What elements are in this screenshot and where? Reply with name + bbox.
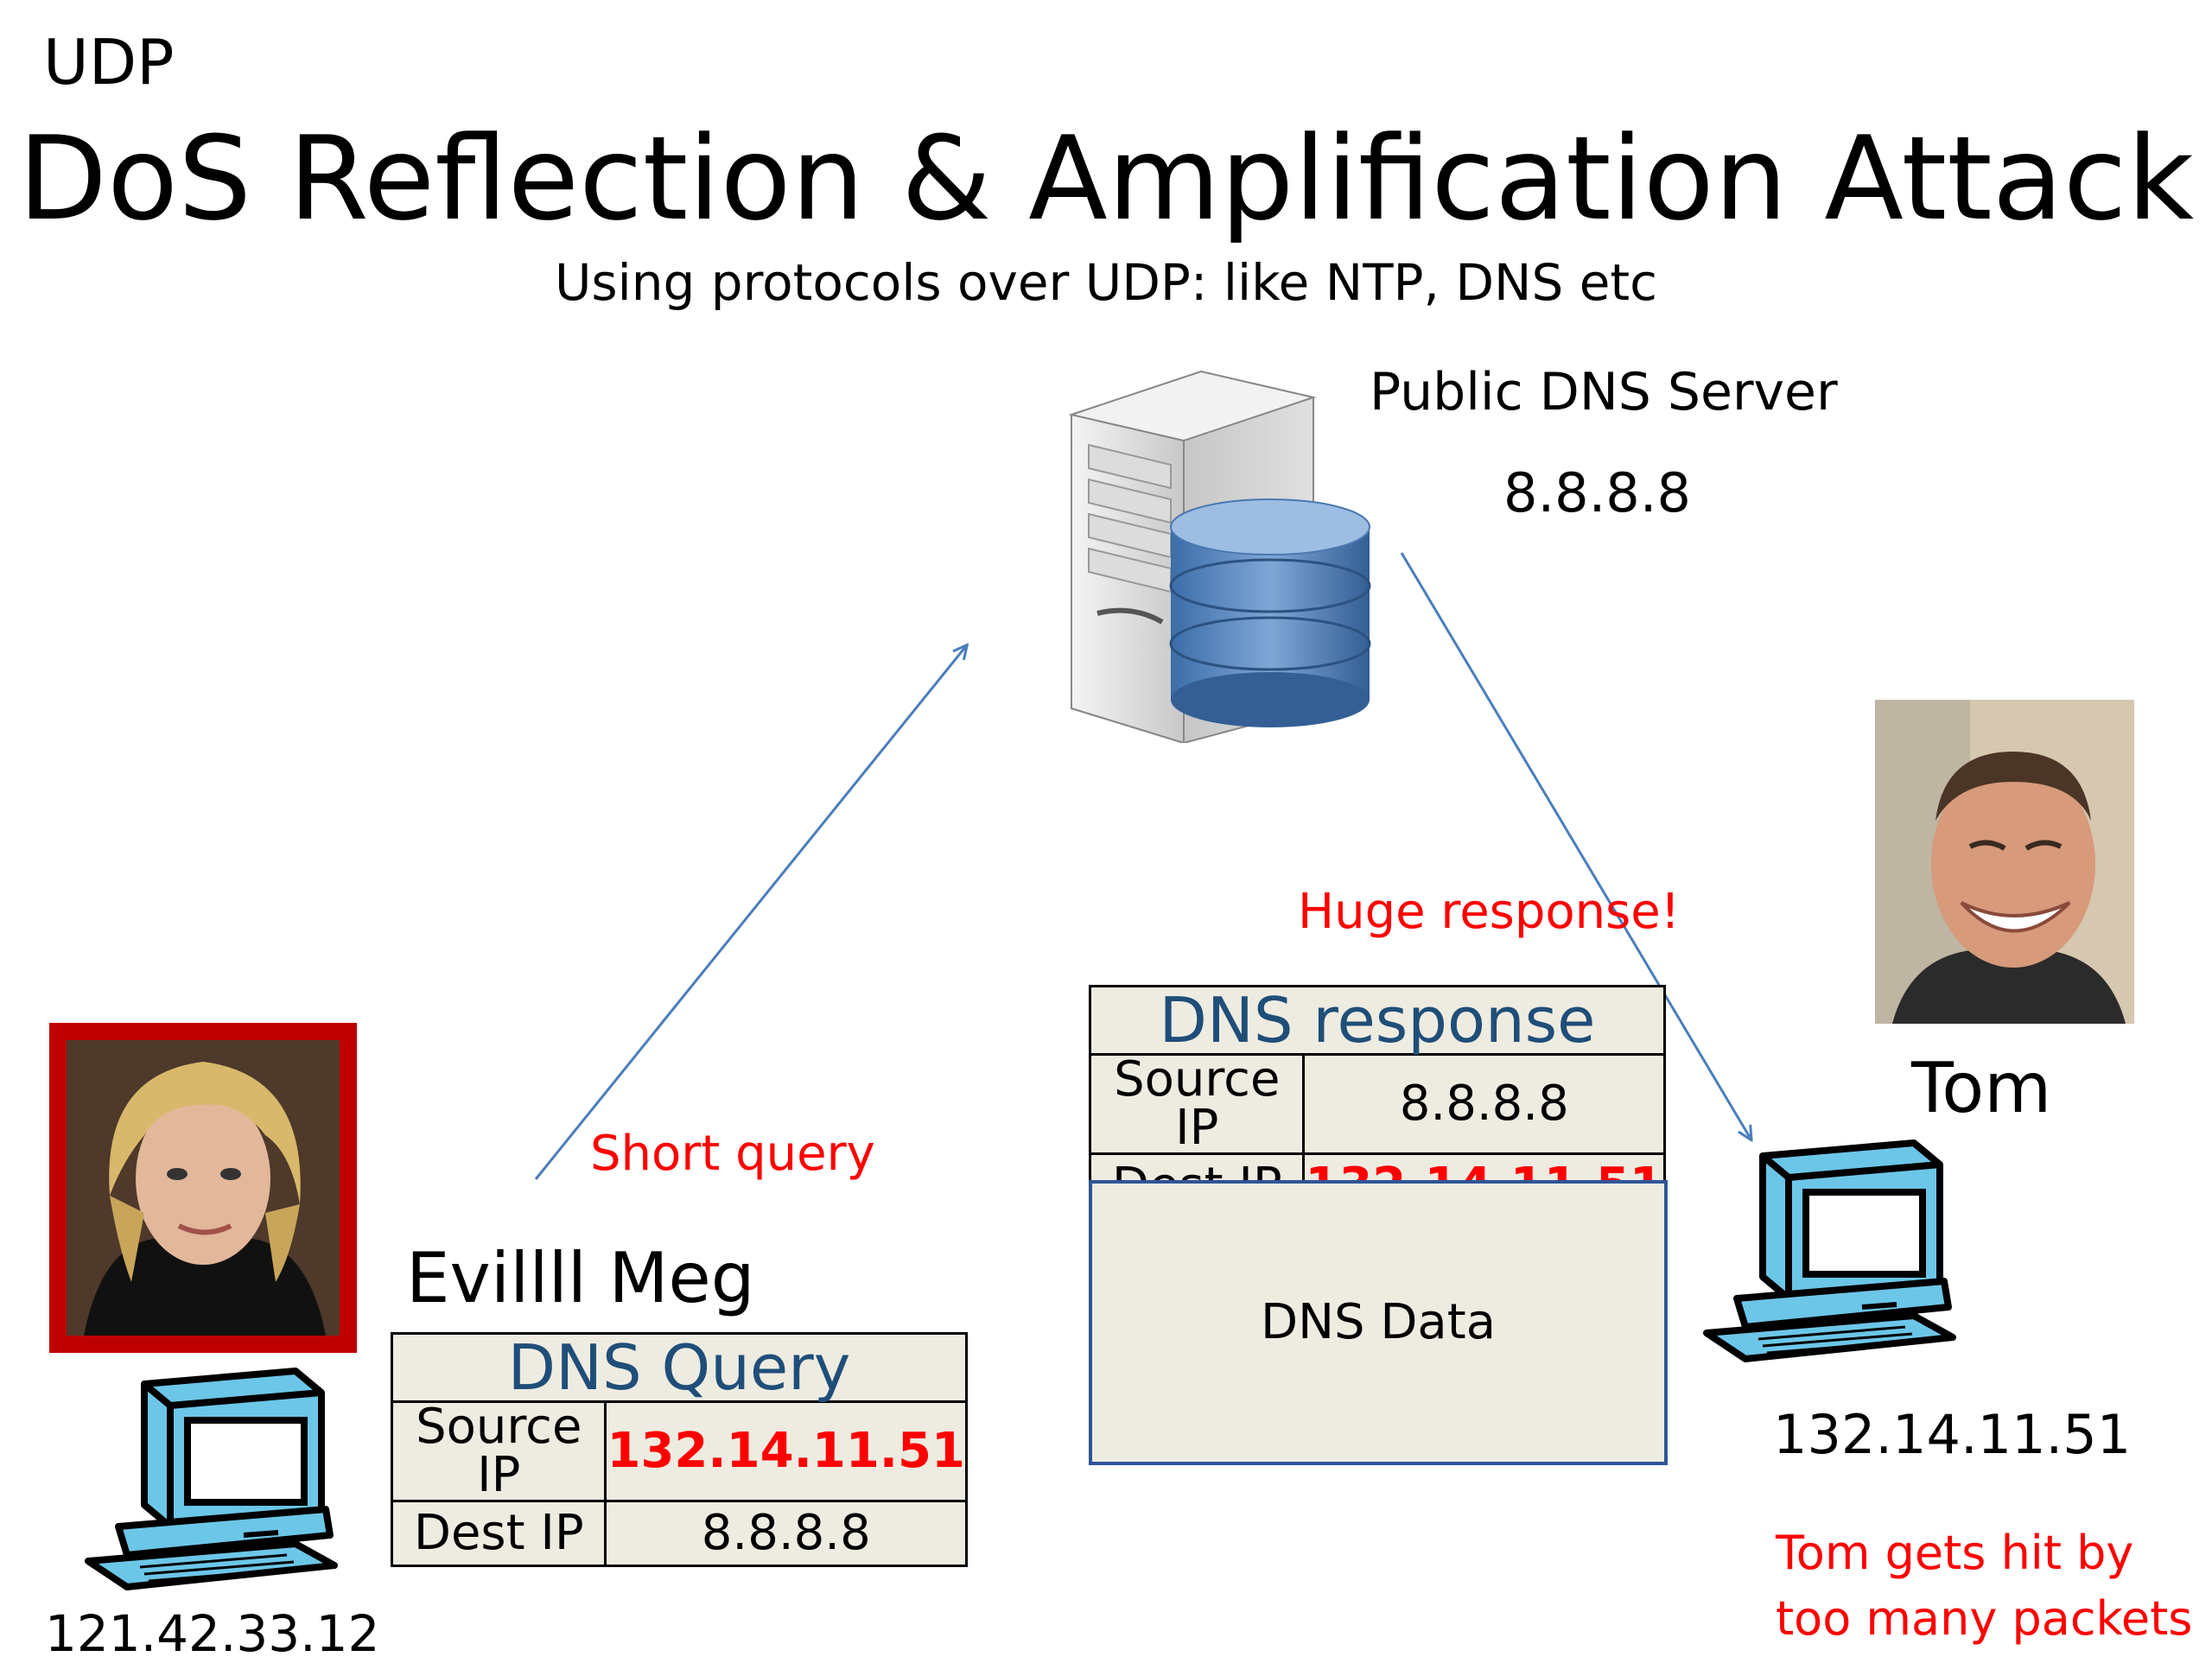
query-arrow xyxy=(534,646,966,1180)
victim-computer-icon xyxy=(1703,1139,1956,1362)
server-icon xyxy=(1068,370,1371,743)
dns-data-box: DNS Data xyxy=(1089,1180,1668,1465)
dns-query-header: DNS Query xyxy=(391,1332,968,1403)
slide-subtitle: Using protocols over UDP: like NTP, DNS … xyxy=(554,253,1658,312)
dns-response-header: DNS response xyxy=(1089,985,1666,1056)
victim-photo xyxy=(1875,700,2134,1024)
impact-note: Tom gets hit by too many packets xyxy=(1776,1526,2193,1646)
response-source-label: Source IP xyxy=(1088,1053,1306,1155)
slide-title: DoS Reflection & Amplification Attack xyxy=(17,111,2195,246)
attacker-photo xyxy=(49,1023,357,1353)
query-source-value: 132.14.11.51 xyxy=(604,1400,968,1502)
response-arrow xyxy=(1400,552,1751,1139)
query-dest-value: 8.8.8.8 xyxy=(604,1500,968,1567)
server-ip: 8.8.8.8 xyxy=(1503,461,1691,524)
attacker-ip: 121.42.33.12 xyxy=(45,1604,380,1663)
dns-query-table: DNS Query Source IP 132.14.11.51 Dest IP… xyxy=(390,1332,968,1567)
response-source-value: 8.8.8.8 xyxy=(1302,1053,1666,1155)
victim-ip: 132.14.11.51 xyxy=(1773,1403,2132,1466)
attacker-name: Evillll Meg xyxy=(406,1238,755,1318)
dns-data-label: DNS Data xyxy=(1260,1294,1497,1350)
victim-name: Tom xyxy=(1911,1048,2052,1128)
udp-tag: UDP xyxy=(43,26,175,98)
attacker-computer-icon xyxy=(85,1368,338,1590)
query-dest-label: Dest IP xyxy=(390,1500,607,1567)
short-query-note: Short query xyxy=(590,1126,875,1182)
huge-response-note: Huge response! xyxy=(1298,884,1681,940)
server-label: Public DNS Server xyxy=(1370,362,1838,422)
query-source-label: Source IP xyxy=(390,1400,607,1502)
database-icon xyxy=(1169,498,1371,727)
